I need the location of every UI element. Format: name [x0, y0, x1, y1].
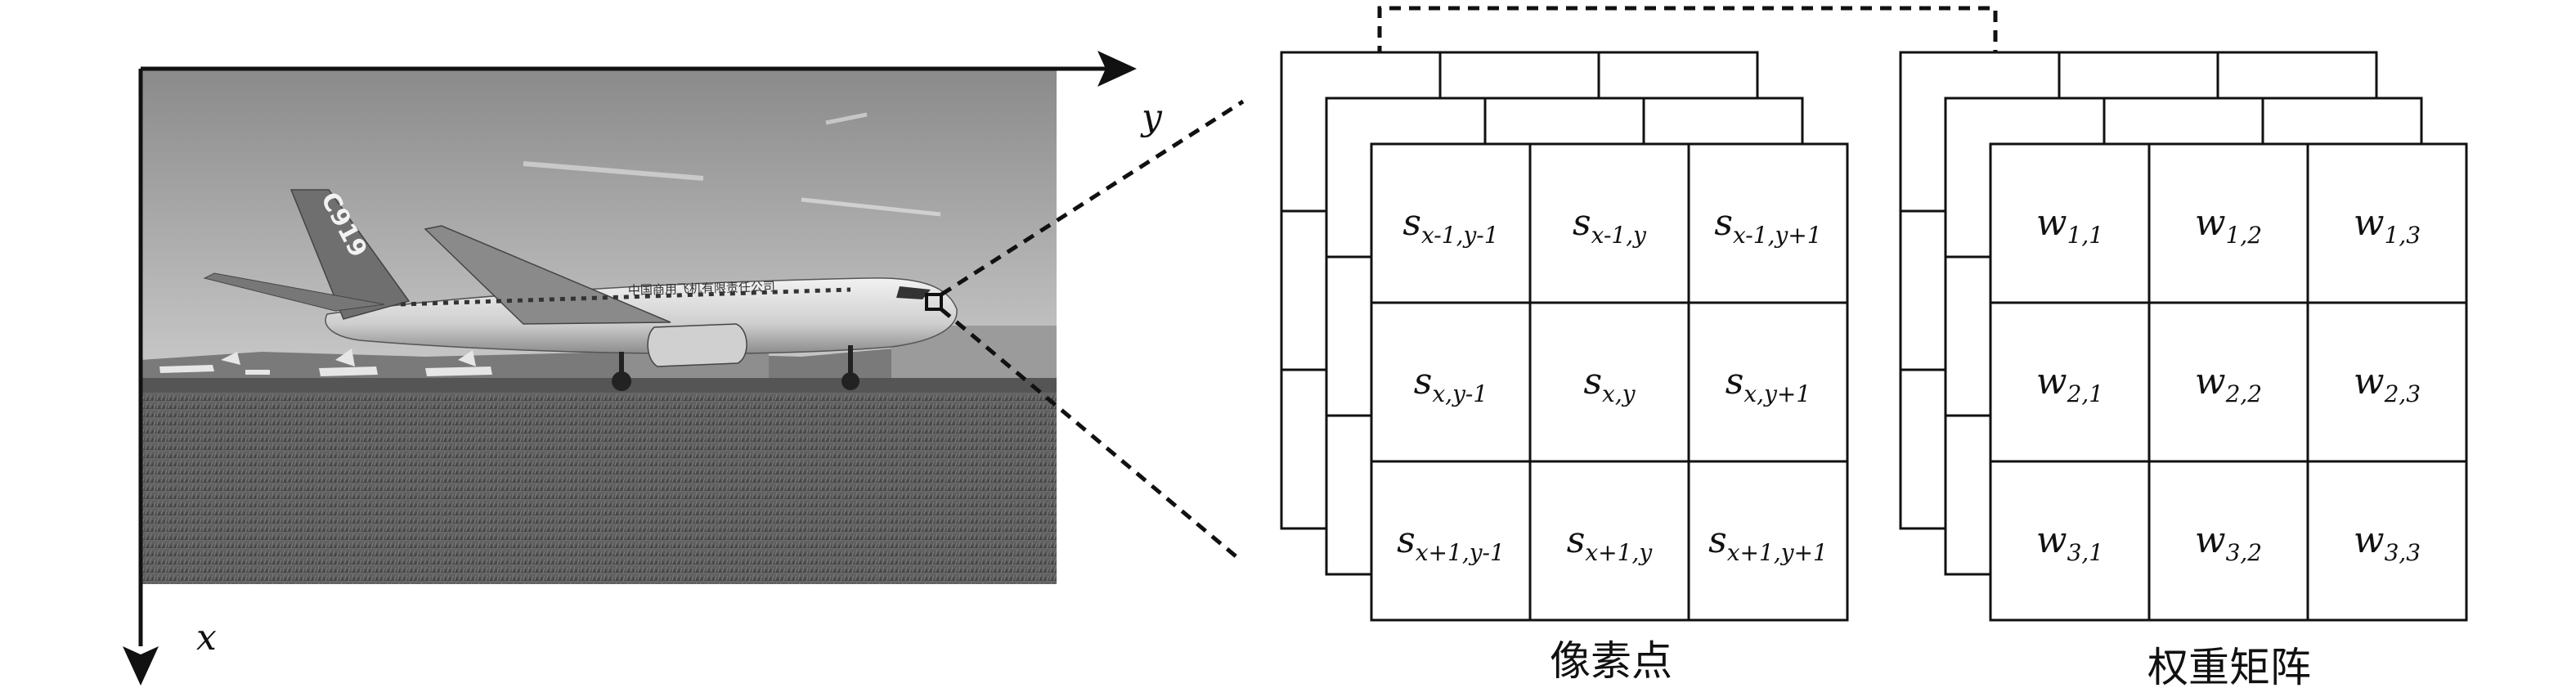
c919-aircraft — [203, 189, 958, 391]
pixel-matrix-cell-base: s — [1714, 202, 1733, 244]
weight-matrix-cell-base: w — [2354, 361, 2385, 402]
selected-pixel-marker — [925, 293, 943, 311]
pixel-matrix-cell-subscript: x,y-1 — [1432, 380, 1488, 407]
pixel-matrix-cell-1-3: sx-1,y+1 — [1714, 202, 1821, 249]
weight-matrix-cell-3-1: w3,1 — [2036, 519, 2103, 566]
pixel-matrix-cell-subscript: x,y — [1602, 380, 1636, 407]
pixel-matrix-cell-base: s — [1414, 361, 1433, 402]
pixel-matrix-cell-base: s — [1708, 519, 1727, 561]
pixel-matrix-cell-base: s — [1583, 361, 1602, 402]
weight-matrix-cell-1-3: w1,3 — [2354, 202, 2421, 249]
pixel-matrix-cell-2-2: sx,y — [1583, 361, 1636, 407]
pixel-matrix-cell-subscript: x-1,y+1 — [1733, 222, 1822, 249]
pixel-matrix-cell-subscript: x+1,y — [1585, 539, 1653, 566]
pixel-matrix-cell-base: s — [1567, 519, 1586, 561]
weight-matrix-cell-subscript: 1,2 — [2226, 222, 2263, 249]
weight-matrix-cell-1-2: w1,2 — [2195, 202, 2262, 249]
weight-matrix-cell-subscript: 2,1 — [2067, 380, 2104, 407]
pixel-matrix-cell-base: s — [1397, 519, 1416, 561]
pixel-matrix-caption: 像素点 — [1550, 637, 1672, 685]
aircraft-photo: C919 中国商用飞机有限责任公司 — [141, 69, 1057, 584]
zoom-line-bottom — [940, 308, 1241, 561]
weight-matrix-cell-base: w — [2036, 202, 2067, 244]
weight-matrix-cell-subscript: 3,3 — [2385, 539, 2421, 566]
weight-matrix-caption: 权重矩阵 — [2147, 644, 2311, 691]
weight-matrix-cell-base: w — [2036, 519, 2067, 561]
coordinate-axes — [123, 51, 1137, 686]
zoom-line-top — [940, 99, 1245, 297]
weight-matrix-cell-subscript: 3,1 — [2067, 539, 2104, 566]
pixel-matrix-cell-2-1: sx,y-1 — [1414, 361, 1488, 407]
weight-matrix-cell-subscript: 1,1 — [2067, 222, 2104, 249]
pixel-matrix-cell-3-3: sx+1,y+1 — [1708, 519, 1828, 566]
pixel-matrix-cell-subscript: x+1,y-1 — [1416, 539, 1505, 566]
pixel-matrix-cell-subscript: x+1,y+1 — [1727, 539, 1828, 566]
pixel-matrix-cell-subscript: x,y+1 — [1744, 380, 1811, 407]
matrix-connector — [1377, 6, 1998, 57]
fuselage-text: 中国商用飞机有限责任公司 — [628, 279, 775, 298]
pixel-matrix-cell-3-1: sx+1,y-1 — [1397, 519, 1505, 566]
x-axis-arrowhead — [123, 646, 159, 686]
weight-matrix-cell-base: w — [2354, 519, 2385, 561]
pixel-matrix-cell-base: s — [1726, 361, 1744, 402]
weight-matrix-cell-2-2: w2,2 — [2195, 361, 2262, 407]
weight-matrix-cell-base: w — [2195, 519, 2226, 561]
pixel-matrix-cell-base: s — [1402, 202, 1421, 244]
weight-matrix-cell-base: w — [2195, 361, 2226, 402]
weight-matrix-cell-1-1: w1,1 — [2036, 202, 2103, 249]
pixel-matrix-cell-base: s — [1573, 202, 1591, 244]
pixel-matrix-cell-subscript: x-1,y — [1591, 222, 1647, 249]
pixel-matrix-cell-2-3: sx,y+1 — [1726, 361, 1811, 407]
weight-matrix-cell-2-1: w2,1 — [2036, 361, 2103, 407]
pixel-matrix-cell-1-1: sx-1,y-1 — [1402, 202, 1498, 249]
weight-matrix-cell-subscript: 2,2 — [2225, 380, 2263, 407]
weight-matrix-cell-2-3: w2,3 — [2354, 361, 2421, 407]
weight-matrix-cell-3-2: w3,2 — [2195, 519, 2262, 566]
pixel-matrix-cell-subscript: x-1,y-1 — [1421, 222, 1499, 249]
weight-matrix-cell-base: w — [2036, 361, 2067, 402]
y-axis-arrowhead — [1097, 51, 1137, 87]
weight-matrix-cell-subscript: 2,3 — [2384, 380, 2421, 407]
x-axis-label: x — [196, 617, 217, 659]
weight-matrix-cell-base: w — [2195, 202, 2226, 244]
weight-matrix-cell-base: w — [2354, 202, 2385, 244]
pixel-matrix-cell-3-2: sx+1,y — [1567, 519, 1654, 566]
pixel-matrix-cell-1-2: sx-1,y — [1573, 202, 1647, 249]
weight-matrix-cell-subscript: 3,2 — [2226, 539, 2263, 566]
y-axis-label: y — [1140, 97, 1163, 138]
weight-matrix-cell-3-3: w3,3 — [2354, 519, 2421, 566]
weight-matrix-cell-subscript: 1,3 — [2385, 222, 2421, 249]
